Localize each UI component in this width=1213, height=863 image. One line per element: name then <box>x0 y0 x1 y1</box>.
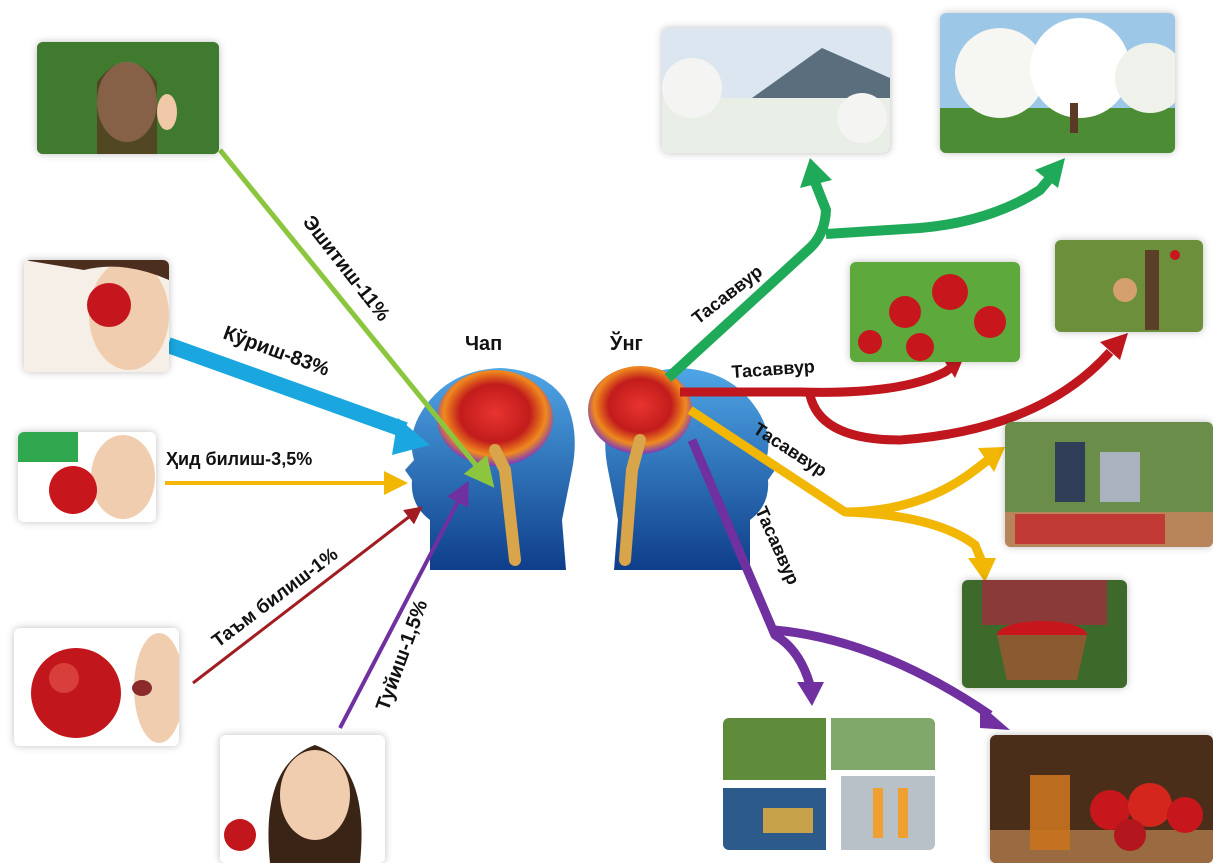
imagination-label-red: Тасаввур <box>731 356 815 382</box>
imagination-green-branch <box>825 174 1054 239</box>
left-head-icon <box>405 368 575 570</box>
imagination-green-arrow <box>664 180 831 382</box>
seeing-arrow <box>165 337 408 438</box>
imagination-red-branch <box>805 348 1114 445</box>
left-hemisphere-label: Чап <box>465 333 502 355</box>
imagination-red-arrow <box>680 361 958 397</box>
imagination-purple-branch <box>774 625 993 719</box>
seeing-arrowhead <box>392 418 430 455</box>
photo-woman-looking-apple <box>24 260 169 372</box>
smell-label: Ҳид билиш-3,5% <box>166 449 312 469</box>
right-head-icon <box>588 366 775 570</box>
photo-blossom-valley <box>662 28 890 153</box>
imagination-green-arrowhead-1 <box>800 158 832 188</box>
imagination-yellow-arrowhead-2 <box>968 558 996 582</box>
right-hemisphere-label: Ўнг <box>609 331 643 355</box>
photo-blossom-orchard <box>940 13 1175 153</box>
photo-person-tasting-apple <box>14 628 179 746</box>
photo-apple-juice <box>990 735 1213 863</box>
imagination-yellow-arrowhead-1 <box>978 447 1005 472</box>
photo-apples-on-branch <box>850 262 1020 362</box>
photo-apple-tree <box>1055 240 1203 332</box>
taste-label: Таъм билиш-1% <box>208 544 342 652</box>
photo-apple-harvest <box>1005 422 1213 547</box>
photo-orchard-and-processing <box>723 718 935 850</box>
imagination-green-arrowhead-2 <box>1035 158 1065 188</box>
photo-girl-holding-apple <box>220 735 385 863</box>
photo-woman-listening <box>37 42 219 154</box>
imagination-yellow-branch <box>844 507 987 564</box>
touch-arrow <box>338 480 469 729</box>
taste-arrow <box>192 506 423 685</box>
hearing-arrow <box>218 148 495 488</box>
imagination-red-arrowhead-2 <box>1100 333 1128 360</box>
touch-label: Туйиш-1,5% <box>372 597 432 714</box>
imagination-purple-arrowhead-1 <box>797 682 824 706</box>
imagination-purple-arrow <box>687 438 815 687</box>
photo-woman-smelling-apple <box>18 432 156 522</box>
imagination-label-purple: Тасаввур <box>751 503 803 587</box>
photo-basket-of-apples <box>962 580 1127 688</box>
imagination-purple-arrowhead-2 <box>980 704 1010 730</box>
